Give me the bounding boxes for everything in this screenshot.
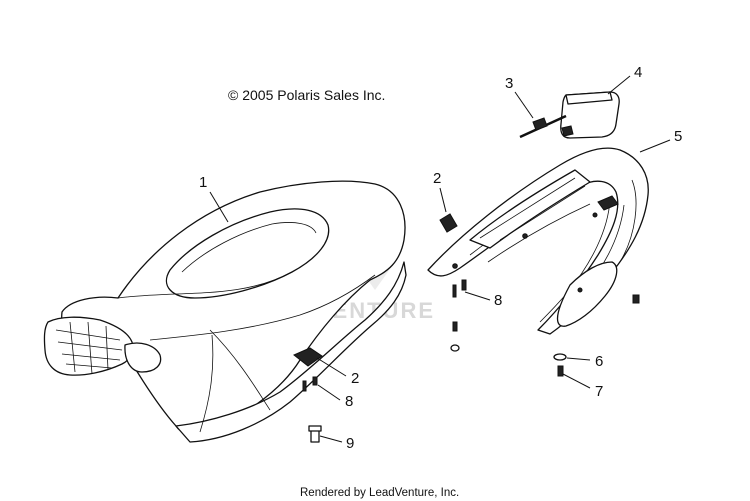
part-rear-bracket bbox=[427, 147, 649, 335]
callouts: 1 2 2 3 4 5 6 7 8 8 9 bbox=[199, 64, 682, 452]
part-pad bbox=[560, 91, 620, 139]
part-seat bbox=[43, 180, 407, 443]
leader-lines bbox=[209, 75, 671, 443]
callout-2-lower: 2 bbox=[351, 370, 359, 387]
callout-2-upper: 2 bbox=[433, 170, 441, 187]
copyright-text: © 2005 Polaris Sales Inc. bbox=[228, 87, 385, 103]
callout-9: 9 bbox=[346, 435, 354, 452]
callout-5: 5 bbox=[674, 128, 682, 145]
callout-1: 1 bbox=[199, 174, 207, 191]
callout-8-left: 8 bbox=[345, 393, 353, 410]
callout-4: 4 bbox=[634, 64, 642, 81]
callout-8-right: 8 bbox=[494, 292, 502, 309]
part-latch bbox=[439, 213, 458, 233]
part-stud bbox=[519, 114, 574, 139]
callout-6: 6 bbox=[595, 353, 603, 370]
hardware bbox=[302, 279, 640, 443]
footer-credit: Rendered by LeadVenture, Inc. bbox=[300, 487, 459, 499]
callout-7: 7 bbox=[595, 383, 603, 400]
callout-3: 3 bbox=[505, 75, 513, 92]
